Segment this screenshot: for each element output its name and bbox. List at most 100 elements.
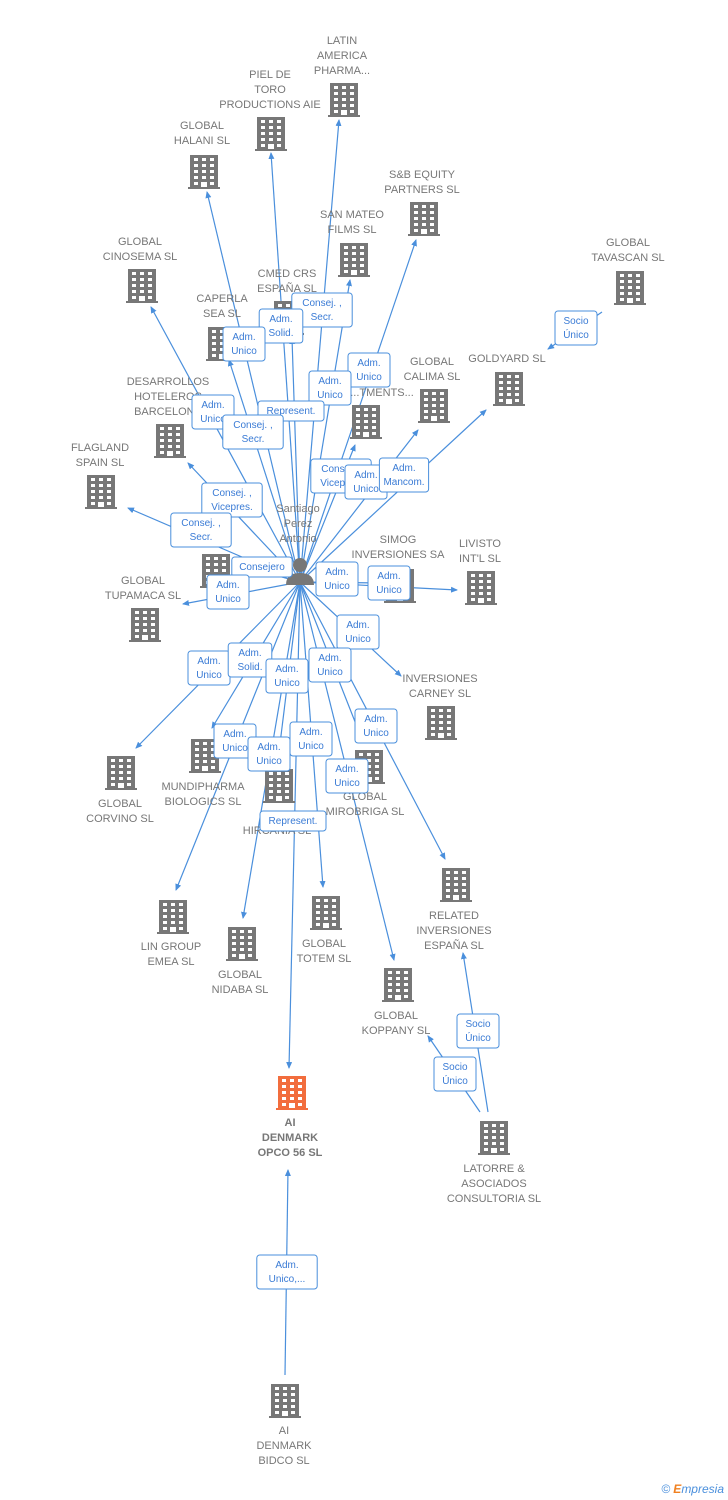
edge-label-box <box>433 1056 477 1092</box>
edge-label-box <box>265 658 309 694</box>
edge-label-person-focus[interactable]: Represent. <box>259 810 327 832</box>
node-tments[interactable]: ...TMENTS... <box>350 387 414 439</box>
edge-label-bidco-focus[interactable]: Adm.Unico,... <box>256 1254 318 1290</box>
edge-label-text: Unico <box>345 634 371 645</box>
building-icon <box>408 202 440 236</box>
edge-label-person-totem[interactable]: Adm.Unico <box>289 721 333 757</box>
edge-label-text: Unico <box>215 594 241 605</box>
edge-label-person-ana[interactable]: Consejero <box>231 556 293 578</box>
edge-label-person-sbequity[interactable]: Adm.Unico <box>347 352 391 388</box>
edge-label-text: Adm. <box>392 463 415 474</box>
edge-person-sanmateo <box>299 279 352 583</box>
building-icon <box>85 475 117 509</box>
edge-label-person-mundipharma[interactable]: Adm.Solid. <box>227 642 273 678</box>
edge-label-text: Único <box>442 1074 468 1087</box>
edge-label-person-koppany[interactable]: Adm.Unico <box>325 758 369 794</box>
node-label: GLOBAL <box>180 120 224 132</box>
node-label: ESPAÑA SL <box>257 282 317 295</box>
edge-label-person-calima[interactable]: Adm.Unico <box>344 464 388 500</box>
node-label: CONSULTORIA SL <box>447 1193 541 1205</box>
edge-label-text: Único <box>465 1031 491 1044</box>
edge-label-text: Vicepres. <box>211 502 253 513</box>
edge-label-text: Unico <box>376 585 402 596</box>
edge-label-box <box>367 565 411 601</box>
edge-label-text: Unico <box>363 728 389 739</box>
edge-label-text: Adm. <box>232 332 255 343</box>
edge-label-person-hircania[interactable]: Adm.Unico <box>265 658 309 694</box>
node-label: INT'L SL <box>459 553 501 565</box>
edge-label-person-caperla[interactable]: Consej. ,Secr. <box>222 414 284 450</box>
node-label: INVERSIONES <box>416 925 491 937</box>
edge-label-text: Adm. <box>325 567 348 578</box>
empresia-watermark: ©Empresia <box>661 1482 724 1496</box>
edge-label-person-desarrollos[interactable]: Consej. ,Vicepres. <box>201 482 263 518</box>
edge-label-box <box>554 310 598 346</box>
brand-name: mpresia <box>681 1482 724 1496</box>
edge-label-person-mirobriga[interactable]: Adm.Unico <box>308 647 352 683</box>
edge-label-box <box>347 352 391 388</box>
node-label: Santiago <box>276 503 319 515</box>
node-latin[interactable]: LATINAMERICAPHARMA... <box>314 35 370 117</box>
edge-label-person-related[interactable]: Adm.Unico <box>354 708 398 744</box>
edge-label-person-corvino[interactable]: Adm.Unico <box>187 650 231 686</box>
building-icon <box>129 608 161 642</box>
edge-label-person-carney[interactable]: Adm.Unico <box>336 614 380 650</box>
edge-label-box <box>206 574 250 610</box>
edge-labels-layer: Consej. ,Secr.Adm.Solid.Adm.UnicoAdm.Uni… <box>170 292 598 1290</box>
edge-label-text: Unico <box>222 743 248 754</box>
node-label: ...TMENTS... <box>350 387 414 399</box>
edge-label-text: Secr. <box>242 434 265 445</box>
edge-label-person-livisto[interactable]: Adm.Unico <box>367 565 411 601</box>
node-label: PIEL DE <box>249 69 291 81</box>
building-icon <box>465 571 497 605</box>
building-icon <box>157 900 189 934</box>
node-label: TAVASCAN SL <box>591 252 664 264</box>
edge-label-person-tupamaca[interactable]: Adm.Unico <box>206 574 250 610</box>
edge-label-person-sanmateo[interactable]: Adm.Unico <box>308 370 352 406</box>
edge-label-person-simog[interactable]: Adm.Unico <box>315 561 359 597</box>
edge-label-box <box>456 1013 500 1049</box>
edge-label-person-goldyard[interactable]: Adm.Mancom. <box>378 457 430 493</box>
edge-label-box <box>222 326 266 362</box>
edge-label-person-flagland[interactable]: Consej. ,Secr. <box>170 512 232 548</box>
building-icon <box>338 243 370 277</box>
node-goldyard[interactable]: GOLDYARD SL <box>468 353 546 406</box>
edge-label-person-halani[interactable]: Adm.Unico <box>222 326 266 362</box>
node-label: AMERICA <box>317 50 368 62</box>
node-label: MUNDIPHARMA <box>161 781 245 793</box>
node-label: PHARMA... <box>314 65 370 77</box>
node-label: Perez <box>284 518 313 530</box>
node-label: PRODUCTIONS AIE <box>219 99 320 111</box>
edge-label-person-nidaba[interactable]: Adm.Unico <box>247 736 291 772</box>
edge-label-box <box>354 708 398 744</box>
edge-label-person-piel[interactable]: Adm.Solid. <box>258 308 304 344</box>
node-label: EMEA SL <box>147 956 194 968</box>
node-label: PARTNERS SL <box>384 184 459 196</box>
